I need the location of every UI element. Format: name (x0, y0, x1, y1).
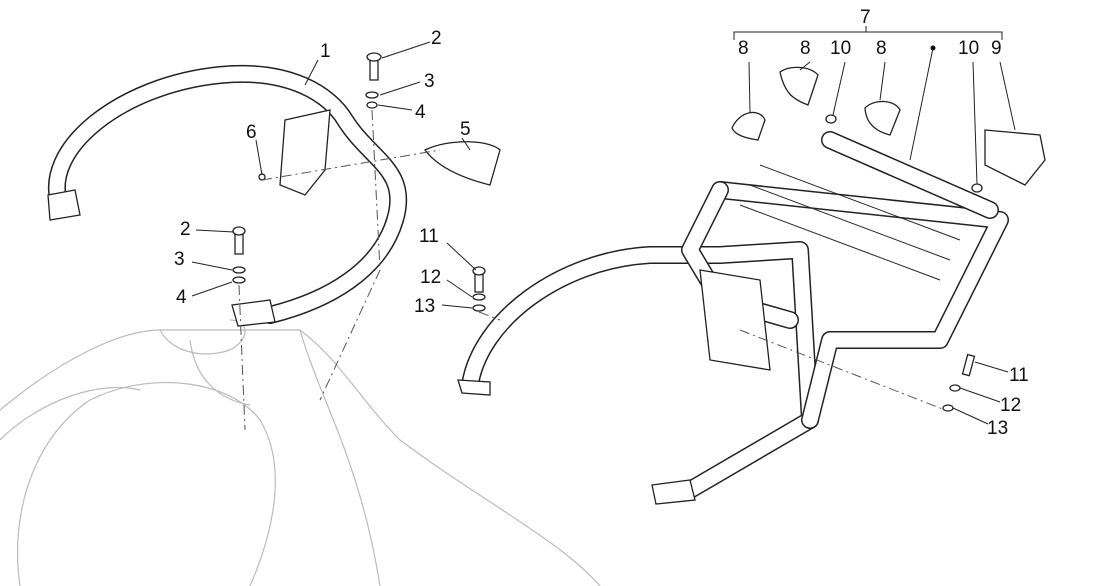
callout-labels: 1 2 3 4 5 6 2 3 4 11 12 13 7 8 8 10 8 10… (174, 7, 1029, 439)
trim-part-5 (424, 141, 501, 186)
callout-3: 3 (174, 249, 185, 270)
callout-12: 12 (1000, 395, 1021, 416)
assembly-dash-lines (238, 109, 946, 431)
callout-10: 10 (830, 38, 851, 59)
callout-1: 1 (320, 41, 331, 62)
callout-13: 13 (414, 296, 435, 317)
grab-handle-part-1 (47, 64, 408, 327)
callout-11: 11 (419, 226, 439, 247)
callout-4: 4 (415, 102, 426, 123)
scooter-body-outline (0, 319, 601, 586)
callout-4: 4 (176, 287, 187, 308)
fasteners-left (232, 52, 486, 312)
callout-2: 2 (180, 219, 191, 240)
callout-7: 7 (860, 7, 871, 28)
callout-8: 8 (876, 38, 887, 59)
callout-12: 12 (420, 267, 441, 288)
callout-11: 11 (1009, 365, 1029, 386)
leader-lines (191, 26, 1016, 425)
callout-9: 9 (991, 38, 1002, 59)
callout-3: 3 (424, 71, 435, 92)
callout-2: 2 (431, 28, 442, 49)
rear-rack-part-7 (457, 131, 1009, 505)
callout-5: 5 (460, 119, 471, 140)
callout-13: 13 (987, 418, 1008, 439)
callout-8: 8 (800, 38, 811, 59)
callout-10: 10 (958, 38, 979, 59)
callout-6: 6 (246, 122, 257, 143)
rack-accessories (731, 66, 1046, 412)
callout-8: 8 (738, 38, 749, 59)
